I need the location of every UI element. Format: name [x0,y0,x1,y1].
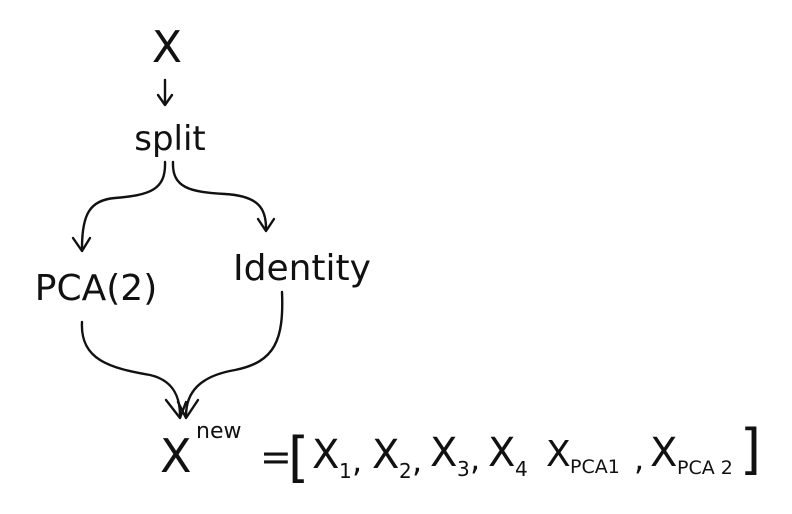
term-separator: , [412,442,422,480]
term-subscript: 1 [339,459,352,483]
term-separator: , [634,440,644,478]
term-base: X [372,432,399,478]
term-subscript: 3 [457,457,470,481]
arrow-split-to-pca [71,160,167,253]
arrow-split-to-identity [171,160,276,233]
term-base: X [430,430,457,476]
arrow-identity-to-xnew [184,290,284,418]
output-symbol-x: X [160,429,192,483]
arrow-pca-to-xnew [80,320,182,418]
output-vector-terms: X 1 , X 2 , X 3 , X 4 X PCA1 , X PCA 2 [312,430,733,483]
arrow-x-to-split [156,78,174,107]
output-superscript-new: new [196,419,241,444]
term-subscript: 4 [515,457,528,481]
split-node: split [134,119,206,159]
pca-node: PCA(2) [35,268,157,309]
merge-arrowheads [164,398,200,420]
input-node-x: X [152,22,182,73]
term-separator: , [470,440,480,478]
close-bracket: ] [740,418,761,481]
term-base: X [650,430,677,476]
identity-node: Identity [233,248,371,289]
equals-sign: = [260,435,292,479]
open-bracket: [ [288,426,309,489]
term-subscript: PCA1 [570,456,620,478]
term-base: X [488,430,515,476]
term-subscript: 2 [399,459,412,483]
term-subscript: PCA 2 [677,457,733,479]
term-base: X [312,432,339,478]
term-separator: , [352,442,362,480]
term-base: X [546,434,571,475]
